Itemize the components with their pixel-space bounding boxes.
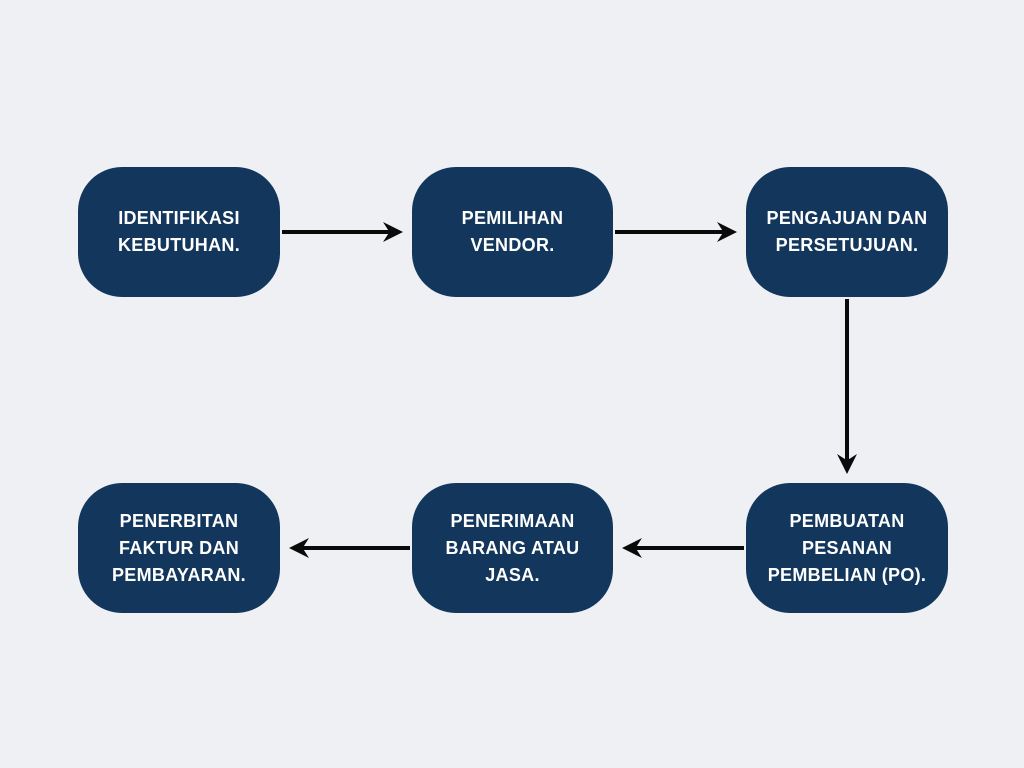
node-line: PENGAJUAN DAN [766,208,928,228]
node-line: VENDOR. [470,235,555,255]
node-line: FAKTUR DAN [119,537,239,558]
flow-node-pembuatan-pesanan-pembelian-po: PEMBUATAN PESANAN PEMBELIAN (PO). [746,483,948,613]
node-line: JASA. [485,564,540,585]
node-line: IDENTIFIKASI [118,208,240,228]
flow-node-penerbitan-faktur-dan-pembayaran: PENERBITAN FAKTUR DAN PEMBAYARAN. [78,483,280,613]
node-line: BARANG ATAU [445,537,580,558]
node-line: PEMBAYARAN. [111,564,246,585]
node-line: PEMILIHAN [461,208,564,228]
node-line: PENERBITAN [119,510,239,531]
node-line: PENERIMAAN [450,510,575,531]
node-line: PERSETUJUAN. [775,235,919,255]
node-line: KEBUTUHAN. [118,235,240,255]
flow-node-pemilihan-vendor: PEMILIHAN VENDOR. [412,167,613,297]
node-line: PESANAN [801,537,893,558]
node-line: PEMBELIAN (PO). [767,564,927,585]
flow-node-penerimaan-barang-atau-jasa: PENERIMAAN BARANG ATAU JASA. [412,483,613,613]
flow-node-pengajuan-dan-persetujuan: PENGAJUAN DAN PERSETUJUAN. [746,167,948,297]
flow-node-identifikasi-kebutuhan: IDENTIFIKASI KEBUTUHAN. [78,167,280,297]
node-line: PEMBUATAN [789,510,905,531]
